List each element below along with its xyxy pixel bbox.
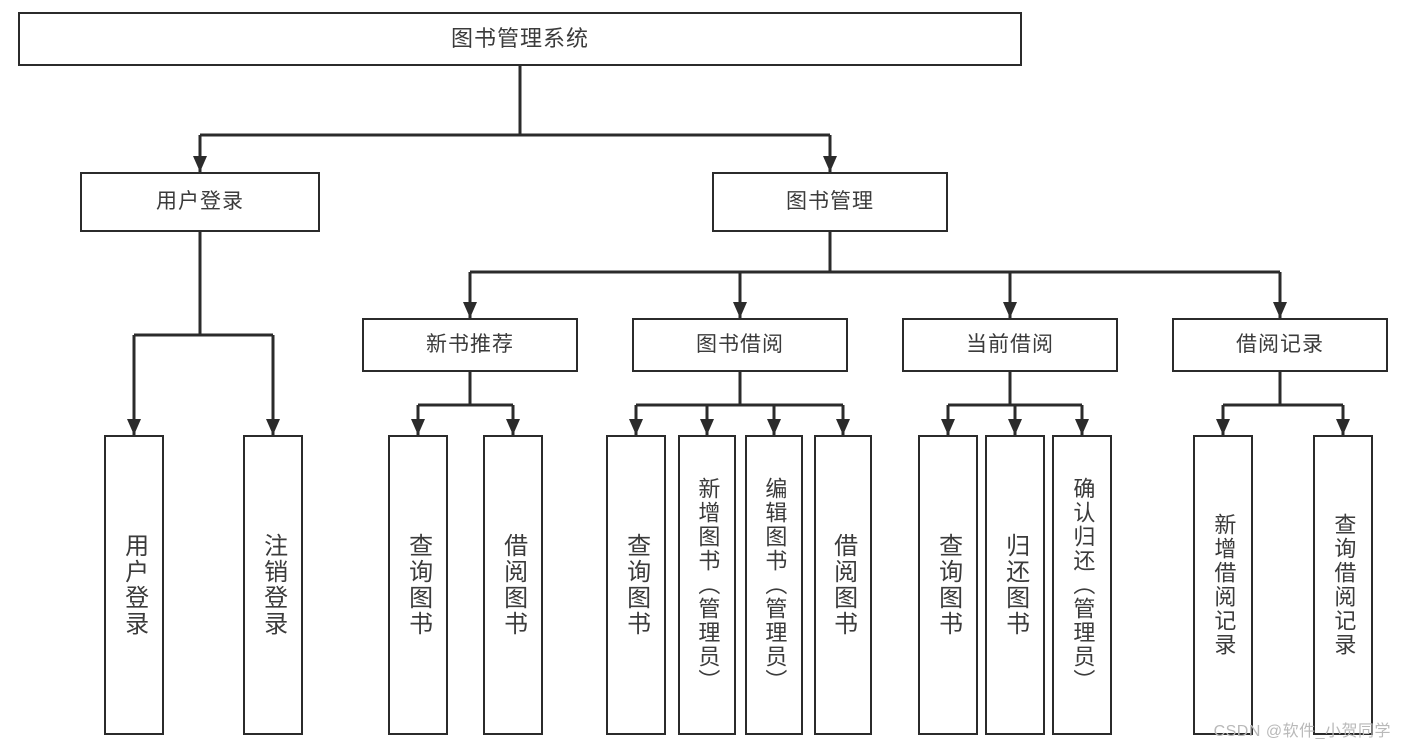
node-label: 图书管理系统 xyxy=(450,25,589,51)
leaf-leaf-add-book[interactable]: 新增图书（管理员） xyxy=(678,435,736,735)
node-label: 借阅图书 xyxy=(499,533,527,637)
leaf-leaf-query-book-3[interactable]: 查询图书 xyxy=(918,435,978,735)
leaf-leaf-return-book[interactable]: 归还图书 xyxy=(985,435,1045,735)
leaf-leaf-user-logout[interactable]: 注销登录 xyxy=(243,435,303,735)
leaf-leaf-borrow-book-2[interactable]: 借阅图书 xyxy=(814,435,872,735)
leaf-leaf-query-book-2[interactable]: 查询图书 xyxy=(606,435,666,735)
node-label: 新增借阅记录 xyxy=(1211,513,1237,657)
watermark-label: CSDN @软件_小贺同学 xyxy=(1213,723,1391,740)
node-label: 查询图书 xyxy=(404,533,432,637)
node-label: 图书借阅 xyxy=(696,333,784,357)
node-label: 借阅图书 xyxy=(829,533,857,637)
leaf-leaf-borrow-book-1[interactable]: 借阅图书 xyxy=(483,435,543,735)
node-label: 新增图书（管理员） xyxy=(695,477,721,693)
node-current-borrow[interactable]: 当前借阅 xyxy=(902,318,1118,372)
node-label: 新书推荐 xyxy=(426,333,514,357)
node-book-manage[interactable]: 图书管理 xyxy=(712,172,948,232)
node-borrow-record[interactable]: 借阅记录 xyxy=(1172,318,1388,372)
leaf-leaf-add-record[interactable]: 新增借阅记录 xyxy=(1193,435,1253,735)
leaf-leaf-user-login[interactable]: 用户登录 xyxy=(104,435,164,735)
node-new-book-rec[interactable]: 新书推荐 xyxy=(362,318,578,372)
node-label: 借阅记录 xyxy=(1236,333,1324,357)
node-label: 用户登录 xyxy=(120,533,148,637)
node-label: 当前借阅 xyxy=(966,333,1054,357)
leaf-leaf-confirm-return[interactable]: 确认归还（管理员） xyxy=(1052,435,1112,735)
node-label: 编辑图书（管理员） xyxy=(762,477,788,693)
node-user-login[interactable]: 用户登录 xyxy=(80,172,320,232)
node-label: 查询借阅记录 xyxy=(1331,513,1357,657)
leaf-leaf-edit-book[interactable]: 编辑图书（管理员） xyxy=(745,435,803,735)
leaf-leaf-query-record[interactable]: 查询借阅记录 xyxy=(1313,435,1373,735)
leaf-leaf-query-book-1[interactable]: 查询图书 xyxy=(388,435,448,735)
node-label: 归还图书 xyxy=(1001,533,1029,637)
node-label: 查询图书 xyxy=(934,533,962,637)
node-root[interactable]: 图书管理系统 xyxy=(18,12,1022,66)
node-label: 注销登录 xyxy=(259,533,287,637)
node-label: 图书管理 xyxy=(786,190,874,214)
node-label: 查询图书 xyxy=(622,533,650,637)
node-book-borrow[interactable]: 图书借阅 xyxy=(632,318,848,372)
node-label: 确认归还（管理员） xyxy=(1070,477,1096,693)
node-label: 用户登录 xyxy=(156,190,244,214)
